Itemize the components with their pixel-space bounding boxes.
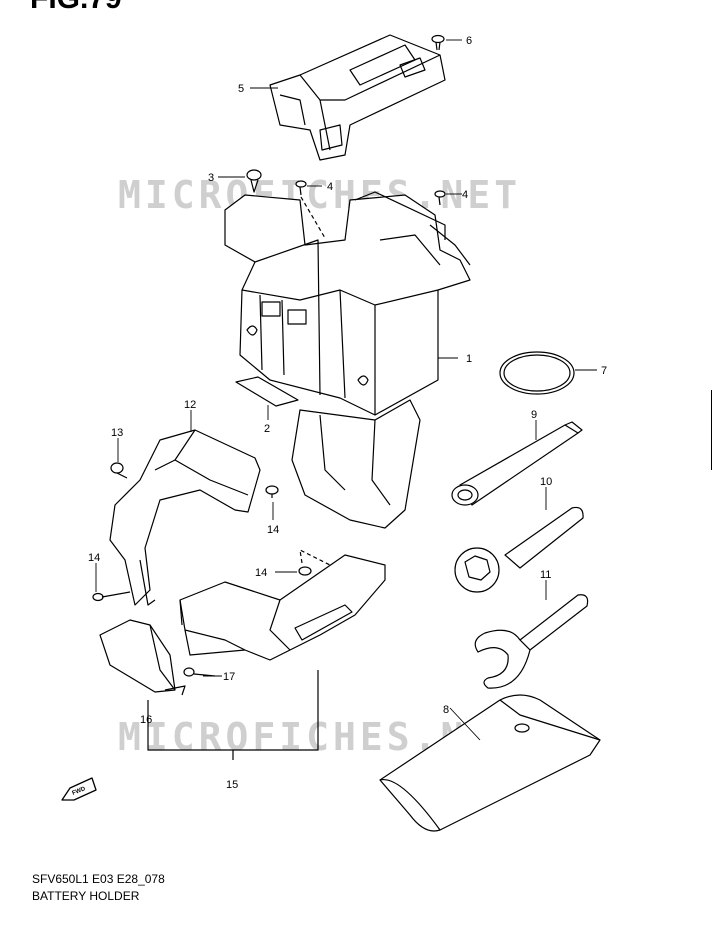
part-4-screw-left xyxy=(295,180,326,239)
callout-4-right: 4 xyxy=(462,189,468,201)
part-8-tool-bag xyxy=(379,694,601,832)
caption-name: BATTERY HOLDER xyxy=(32,889,140,903)
part-14-clip-b xyxy=(92,591,131,602)
callout-14-c: 14 xyxy=(255,567,267,579)
part-7-band xyxy=(499,351,575,395)
watermark-top: MICROFICHES.NET xyxy=(118,173,521,217)
part-11-hook-spanner xyxy=(474,594,589,689)
part-12-cover xyxy=(109,429,261,606)
part-9-socket-wrench xyxy=(451,421,583,506)
callout-1: 1 xyxy=(466,353,472,365)
callout-7: 7 xyxy=(601,365,607,377)
callout-14-a: 14 xyxy=(267,524,279,536)
figure-title: FIG.79 xyxy=(30,0,122,16)
part-13-bolt xyxy=(110,462,128,479)
part-1-battery-holder xyxy=(224,191,471,416)
callout-15: 15 xyxy=(226,779,238,791)
leader-lines xyxy=(95,39,597,741)
callout-16: 16 xyxy=(140,714,152,726)
callout-13: 13 xyxy=(111,427,123,439)
part-4-screw-right xyxy=(434,190,446,206)
callout-14-b: 14 xyxy=(88,552,100,564)
callout-2: 2 xyxy=(264,423,270,435)
fwd-arrow-icon: FWD xyxy=(61,777,97,801)
page-edge-marker xyxy=(711,390,718,470)
callout-9: 9 xyxy=(531,409,537,421)
part-1-lower-shield xyxy=(291,399,421,529)
part-3-bolt xyxy=(246,169,262,193)
part-5-upper-holder xyxy=(269,34,446,161)
part-6-screw xyxy=(431,34,445,51)
callout-5: 5 xyxy=(238,83,244,95)
part-16-guard xyxy=(99,619,186,696)
callout-17: 17 xyxy=(223,671,235,683)
part-15-lower-cover xyxy=(179,554,386,661)
callout-10: 10 xyxy=(540,476,552,488)
callout-4-left: 4 xyxy=(327,181,333,193)
part-14-clip-a xyxy=(265,485,279,498)
part-2-pad xyxy=(235,376,299,407)
part-17-clip xyxy=(183,667,216,677)
callout-3: 3 xyxy=(208,172,214,184)
part-14-clip-c xyxy=(298,549,341,576)
caption-model-code: SFV650L1 E03 E28_078 xyxy=(32,872,165,886)
callout-11: 11 xyxy=(540,569,551,581)
callout-8: 8 xyxy=(443,704,449,716)
callout-6: 6 xyxy=(466,35,472,47)
part-10-spanner xyxy=(454,506,584,593)
fwd-label: FWD xyxy=(72,786,88,797)
callout-12: 12 xyxy=(184,399,196,411)
